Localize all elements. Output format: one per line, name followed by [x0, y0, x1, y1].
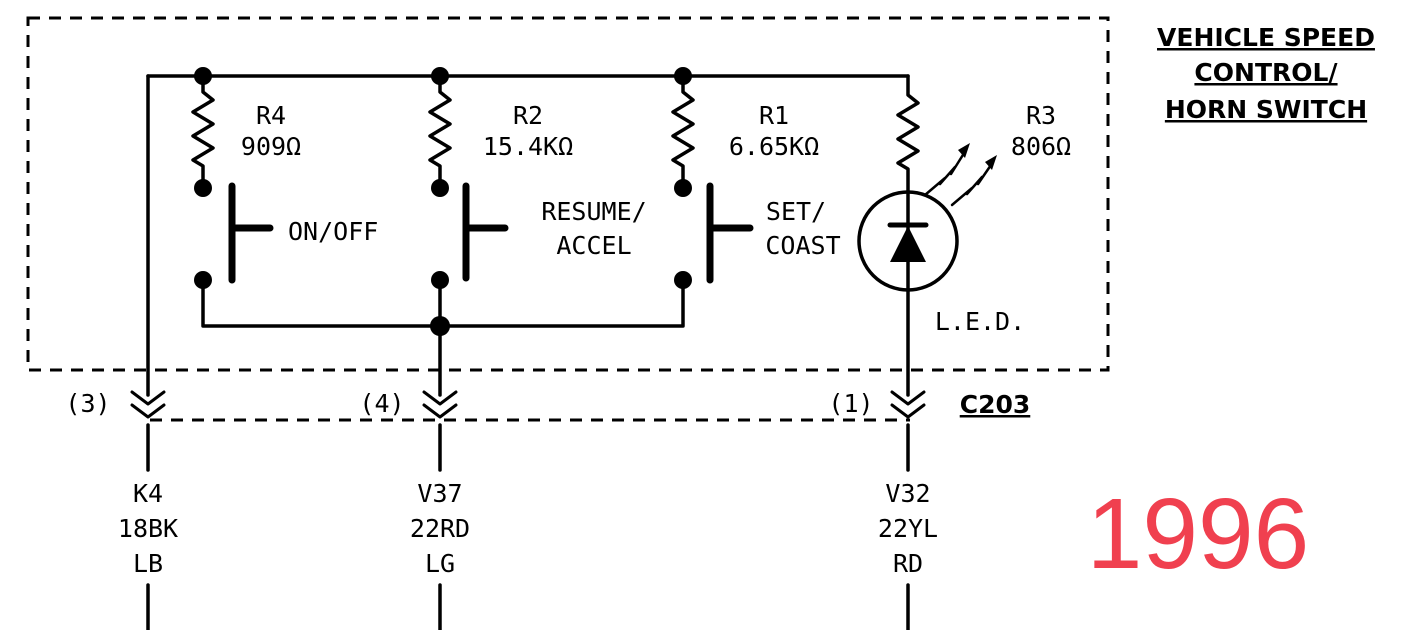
- resistor-r3: [896, 74, 920, 194]
- connector-pin-1-label: (1): [828, 389, 873, 418]
- switch-set-label-2: COAST: [765, 231, 840, 260]
- r3-name: R3: [1026, 101, 1056, 130]
- light-arrowhead-1: [958, 143, 970, 158]
- connector-pin-1: [890, 390, 926, 419]
- connector-pin-4: [422, 390, 458, 419]
- r4-name: R4: [256, 101, 286, 130]
- connector-pin-4-label: (4): [359, 389, 404, 418]
- title-line-2: CONTROL/: [1194, 58, 1338, 87]
- r1-value: 6.65KΩ: [729, 132, 819, 161]
- connector-pin-3: [130, 390, 166, 419]
- r2-value: 15.4KΩ: [483, 132, 573, 161]
- r4-value: 909Ω: [241, 132, 301, 161]
- switch-contact: [431, 179, 449, 197]
- led-triangle: [890, 226, 926, 262]
- wire-v32-gauge: 22YL: [878, 514, 938, 543]
- light-arrow-2: [950, 160, 995, 207]
- switch-on-off: [228, 182, 274, 284]
- switch-contact: [674, 179, 692, 197]
- light-arrow-1: [923, 148, 968, 197]
- year-stamp: 1996: [1087, 478, 1309, 590]
- resistor-r1: [671, 74, 695, 187]
- wire-v37-circuit: V37: [417, 479, 462, 508]
- wire-k4-gauge: 18BK: [118, 514, 178, 543]
- connector-pin-3-label: (3): [65, 389, 110, 418]
- led-label: L.E.D.: [935, 307, 1025, 336]
- switch-resume-accel: [462, 182, 509, 282]
- wire-v37-tracer: LG: [425, 549, 455, 578]
- switch-resume-label-1: RESUME/: [541, 197, 646, 226]
- resistor-r4: [191, 74, 215, 187]
- switch-boundary: [26, 16, 1110, 372]
- title-line-1: VEHICLE SPEED: [1157, 23, 1375, 52]
- connector-name: C203: [960, 390, 1031, 419]
- wire-v32-tracer: RD: [893, 549, 923, 578]
- wire-k4-tracer: LB: [133, 549, 163, 578]
- wire-k4-circuit: K4: [133, 479, 163, 508]
- wire-v37-gauge: 22RD: [410, 514, 470, 543]
- wire-v32-circuit: V32: [885, 479, 930, 508]
- light-arrowhead-2: [985, 155, 997, 170]
- r2-name: R2: [513, 101, 543, 130]
- switch-set-coast: [706, 182, 754, 284]
- switch-on-off-label: ON/OFF: [288, 217, 378, 246]
- r1-name: R1: [759, 101, 789, 130]
- title-line-3: HORN SWITCH: [1165, 95, 1367, 124]
- switch-contact: [194, 179, 212, 197]
- r3-value: 806Ω: [1011, 132, 1071, 161]
- resistor-r2: [428, 74, 452, 187]
- switch-set-label-1: SET/: [766, 197, 826, 226]
- switch-resume-label-2: ACCEL: [556, 231, 631, 260]
